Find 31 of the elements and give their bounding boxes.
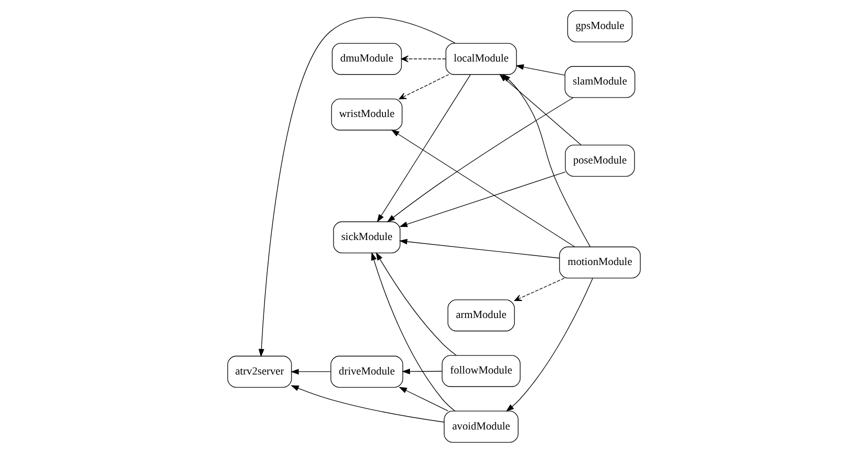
node-box: sickModule — [332, 221, 400, 254]
node-box: avoidModule — [443, 410, 518, 443]
node-box: localModule — [445, 42, 516, 75]
arrow — [375, 252, 456, 356]
arrow — [390, 130, 574, 248]
arrow — [290, 385, 444, 422]
arrow — [502, 74, 590, 248]
node-box: slamModule — [564, 66, 635, 98]
arrow — [505, 278, 593, 412]
node-box: atrv2server — [226, 356, 292, 388]
arrow — [370, 252, 455, 412]
node-box: driveModule — [330, 356, 403, 388]
node-box: poseModule — [564, 144, 634, 177]
arrow — [258, 17, 456, 358]
arrow — [398, 172, 566, 227]
node-box: followModule — [441, 355, 520, 387]
arrow — [398, 386, 448, 412]
arrow — [515, 64, 565, 76]
node-box: dmuModule — [331, 42, 402, 75]
arrow — [514, 278, 564, 301]
arrow — [290, 368, 330, 375]
arrow — [400, 56, 446, 62]
arrow — [401, 368, 442, 374]
node-box: armModule — [447, 299, 514, 332]
arrow — [398, 74, 449, 100]
node-box: wristModule — [330, 98, 402, 130]
node-box: motionModule — [558, 246, 640, 278]
arrow — [398, 238, 560, 258]
arrow — [386, 97, 574, 222]
arrow — [376, 74, 470, 222]
node-box: gpsModule — [566, 10, 632, 42]
